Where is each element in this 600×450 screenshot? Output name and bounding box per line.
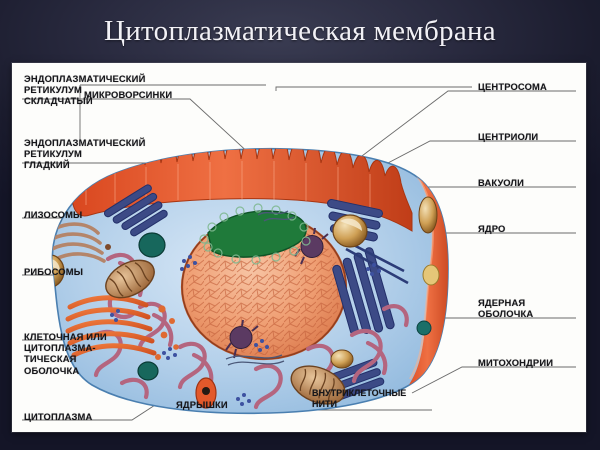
label-endoplasmic-reticulum-smooth: ЭНДОПЛАЗМАТИЧЕСКИЙ РЕТИКУЛУМ ГЛАДКИЙ [24, 137, 146, 171]
label-endoplasmic-reticulum-rough: ЭНДОПЛАЗМАТИЧЕСКИЙ РЕТИКУЛУМ СКЛАДЧАТЫЙ [24, 73, 146, 107]
ribosomes [110, 255, 381, 406]
label-nucleoli: ЯДРЫШКИ [176, 399, 228, 410]
label-nucleus: ЯДРО [478, 223, 506, 234]
page-title: Цитоплазматическая мембрана [104, 15, 496, 47]
intracellular-filaments [225, 210, 295, 366]
cell-diagram-panel: ЭНДОПЛАЗМАТИЧЕСКИЙ РЕТИКУЛУМ СКЛАДЧАТЫЙ … [12, 63, 586, 432]
cell-body [51, 147, 449, 415]
mitochondria [105, 259, 346, 405]
label-mitochondria: МИТОХОНДРИИ [478, 357, 554, 368]
vacuoles [416, 196, 440, 336]
label-centrosome: ЦЕНТРОСОМА [478, 81, 547, 92]
rough-er [103, 184, 409, 401]
label-cytoplasm: ЦИТОПЛАЗМА [24, 411, 93, 422]
cell-diagram-figure: ЭНДОПЛАЗМАТИЧЕСКИЙ РЕТИКУЛУМ СКЛАДЧАТЫЙ … [12, 63, 586, 432]
label-cell-membrane: КЛЕТОЧНАЯ ИЛИ ЦИТОПЛАЗМА- ТИЧЕСКАЯ ОБОЛО… [24, 331, 107, 376]
label-intracellular-filaments: ВНУТРИКЛЕТОЧНЫЕ НИТИ [312, 388, 407, 410]
label-nuclear-envelope: ЯДЕРНАЯ ОБОЛОЧКА [478, 297, 534, 320]
label-centrioles: ЦЕНТРИОЛИ [478, 131, 539, 142]
label-lysosomes: ЛИЗОСОМЫ [24, 209, 83, 220]
nucleoli [225, 227, 329, 359]
centrosome [199, 203, 311, 265]
golgi-apparatus [52, 222, 179, 360]
label-ribosomes: РИБОСОМЫ [24, 266, 84, 277]
label-vacuoles: ВАКУОЛИ [478, 177, 525, 188]
label-microvilli: МИКРОВОРСИНКИ [84, 89, 173, 100]
cell-illustration [22, 84, 576, 421]
